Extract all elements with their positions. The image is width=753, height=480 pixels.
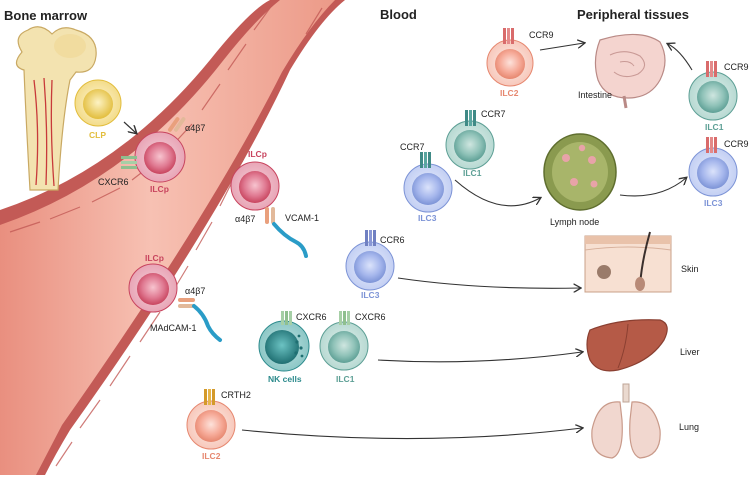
cxcr6-ilc1-receptor-icon <box>339 311 350 325</box>
header-blood: Blood <box>380 7 417 22</box>
arrow-lymph-node-to-tissue <box>619 178 686 197</box>
ccr6-receptor-icon <box>365 230 376 246</box>
blood-vessel <box>0 0 345 475</box>
bone-icon <box>15 26 97 191</box>
ilc1-liver-cell: ILC1 <box>319 311 369 384</box>
ccr9-ilc3-receptor-icon <box>706 137 717 153</box>
arrow-clp-to-ilcp <box>123 121 136 133</box>
a4b7-bm-label: α4β7 <box>185 123 205 133</box>
arrow-to-skin <box>397 277 580 288</box>
ilc3-mid-label: ILC3 <box>361 290 380 300</box>
ilc1-tissue-cell: ILC1 <box>688 61 738 132</box>
ilcp-vessel-bottom-label: ILCp <box>145 253 164 263</box>
ilc3-blood-cell: ILC3 <box>403 152 453 223</box>
intestine-icon <box>594 33 666 109</box>
skin-icon <box>584 231 672 293</box>
ilc1-liver-label: ILC1 <box>336 374 355 384</box>
ilc2-top-cell: ILC2 <box>486 28 534 98</box>
ilc2-bottom-label: ILC2 <box>202 451 221 461</box>
ccr9-ilc1-label: CCR9 <box>724 62 749 72</box>
ilc2-bottom-cell: ILC2 <box>186 389 236 461</box>
ccr7-ilc1-receptor-icon <box>465 110 476 126</box>
intestine-label: Intestine <box>578 90 612 100</box>
madcam1-label: MAdCAM-1 <box>150 323 197 333</box>
crth2-label: CRTH2 <box>221 390 251 400</box>
a4b7-bottom-label: α4β7 <box>185 286 205 296</box>
ilcp-vessel-bottom-cell: ILCp <box>128 253 178 313</box>
ilcp-bm-cell: ILCp <box>134 131 186 194</box>
ilc1-tissue-label: ILC1 <box>705 122 724 132</box>
ilcp-vessel-top-label: ILCp <box>248 149 267 159</box>
lymph-node-label: Lymph node <box>550 217 599 227</box>
lung-label: Lung <box>679 422 699 432</box>
madcam1-binding-icon <box>178 298 222 342</box>
ilc1-blood-cell: ILC1 <box>445 110 495 178</box>
clp-cell: CLP <box>74 79 122 140</box>
arrow-ilc1-to-intestine <box>668 44 693 71</box>
arrow-ilc2-to-intestine <box>539 43 584 51</box>
ccr9-top-receptor-icon <box>503 28 514 44</box>
liver-icon <box>586 319 668 372</box>
lung-icon <box>591 383 661 459</box>
header-bone-marrow: Bone marrow <box>4 8 88 23</box>
ilcp-vessel-top-cell: ILCp <box>230 149 280 211</box>
ilcp-bm-label: ILCp <box>150 184 169 194</box>
arrow-to-lymph-node <box>454 179 540 207</box>
lymph-node-icon <box>543 133 617 211</box>
ccr7-ilc1-label: CCR7 <box>481 109 506 119</box>
ilc3-tissue-label: ILC3 <box>704 198 723 208</box>
ilc1-blood-label: ILC1 <box>463 168 482 178</box>
vcam1-label: VCAM-1 <box>285 213 319 223</box>
ccr9-ilc1-receptor-icon <box>706 61 717 77</box>
ccr6-label: CCR6 <box>380 235 405 245</box>
ilc2-top-label: ILC2 <box>500 88 519 98</box>
header-peripheral-tissues: Peripheral tissues <box>577 7 689 22</box>
ccr7-ilc3-receptor-icon <box>420 152 431 168</box>
skin-label: Skin <box>681 264 699 274</box>
arrow-to-lung <box>241 428 582 440</box>
clp-label: CLP <box>89 130 106 140</box>
liver-label: Liver <box>680 347 700 357</box>
cxcr6-nk-label: CXCR6 <box>296 312 327 322</box>
ilc3-mid-cell: ILC3 <box>345 230 395 300</box>
nk-cell: NK cells <box>258 311 310 384</box>
vcam1-binding-icon <box>265 207 308 258</box>
ccr9-ilc3-label: CCR9 <box>724 139 749 149</box>
cxcr6-ilc1-label: CXCR6 <box>355 312 386 322</box>
a4b7-top-label: α4β7 <box>235 214 255 224</box>
ilc3-blood-label: ILC3 <box>418 213 437 223</box>
crth2-receptor-icon <box>204 389 215 405</box>
arrow-to-liver <box>377 352 582 363</box>
ccr9-top-label: CCR9 <box>529 30 554 40</box>
ilc3-tissue-cell: ILC3 <box>688 137 738 208</box>
cxcr6-nk-receptor-icon <box>281 311 292 325</box>
nk-label: NK cells <box>268 374 302 384</box>
a4b7-receptor-icon <box>167 117 186 132</box>
cxcr6-receptor-icon <box>121 156 137 169</box>
cxcr6-bm-label: CXCR6 <box>98 177 129 187</box>
ccr7-ilc3-label: CCR7 <box>400 142 425 152</box>
